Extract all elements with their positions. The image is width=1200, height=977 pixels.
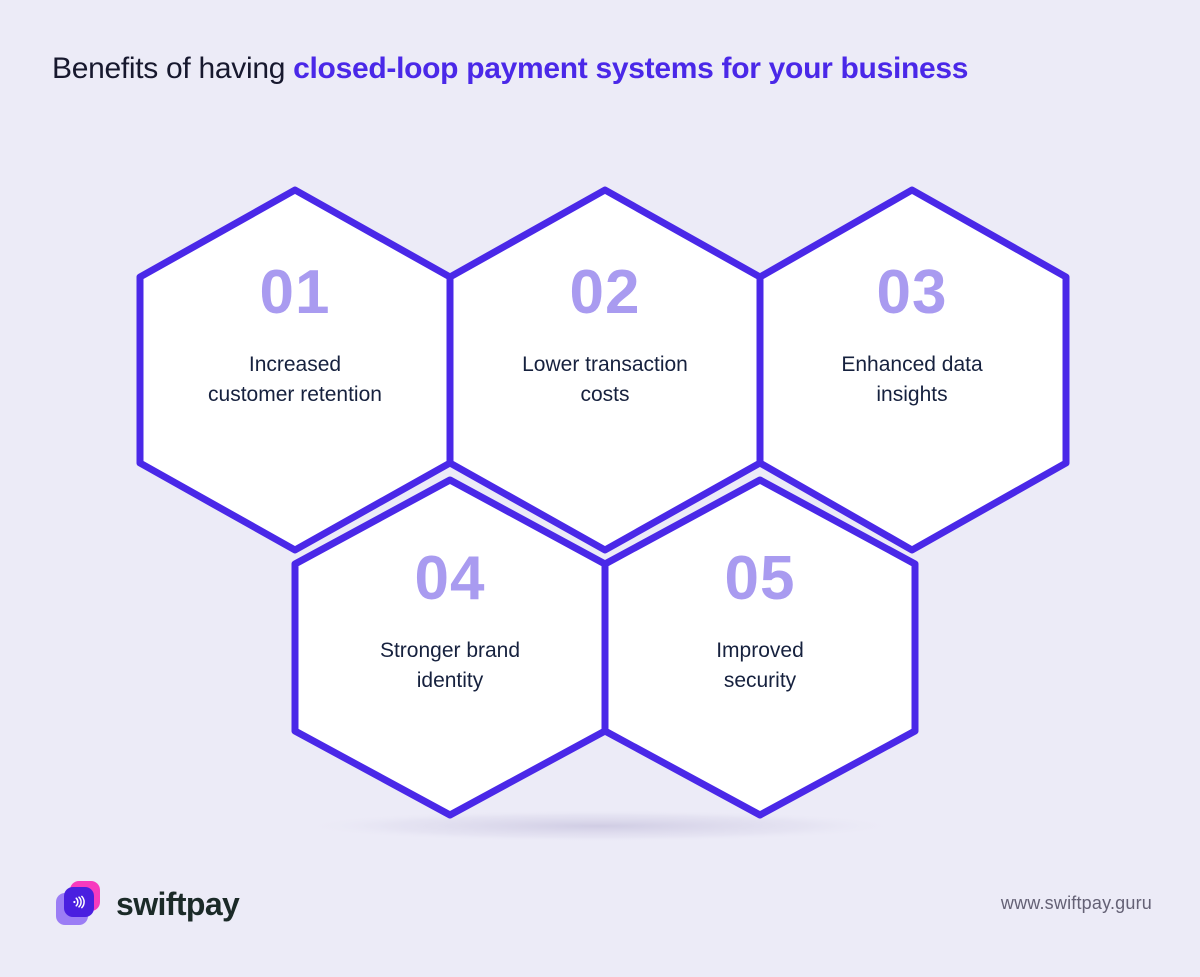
page-title-plain: Benefits of having xyxy=(52,52,294,85)
footer: swiftpay www.swiftpay.guru xyxy=(0,867,1200,977)
page-title-accent: closed-loop payment systems for your bus… xyxy=(293,52,969,85)
hexagon-shape-02[interactable] xyxy=(446,186,764,554)
hexagon-shape-05[interactable] xyxy=(601,476,919,819)
page-title: Benefits of having closed-loop payment s… xyxy=(52,52,968,86)
brand-name: swiftpay xyxy=(116,885,240,922)
hexagon-shape-03[interactable] xyxy=(756,186,1070,554)
hexagon-shape-01[interactable] xyxy=(136,186,454,554)
hexagon-shape-04[interactable] xyxy=(291,476,609,819)
cluster-shadow xyxy=(300,810,900,842)
brand-logo[interactable]: swiftpay xyxy=(56,881,240,927)
site-url: www.swiftpay.guru xyxy=(1000,893,1152,913)
contactless-payment-icon xyxy=(64,887,94,917)
swiftpay-logo-mark xyxy=(56,881,102,927)
